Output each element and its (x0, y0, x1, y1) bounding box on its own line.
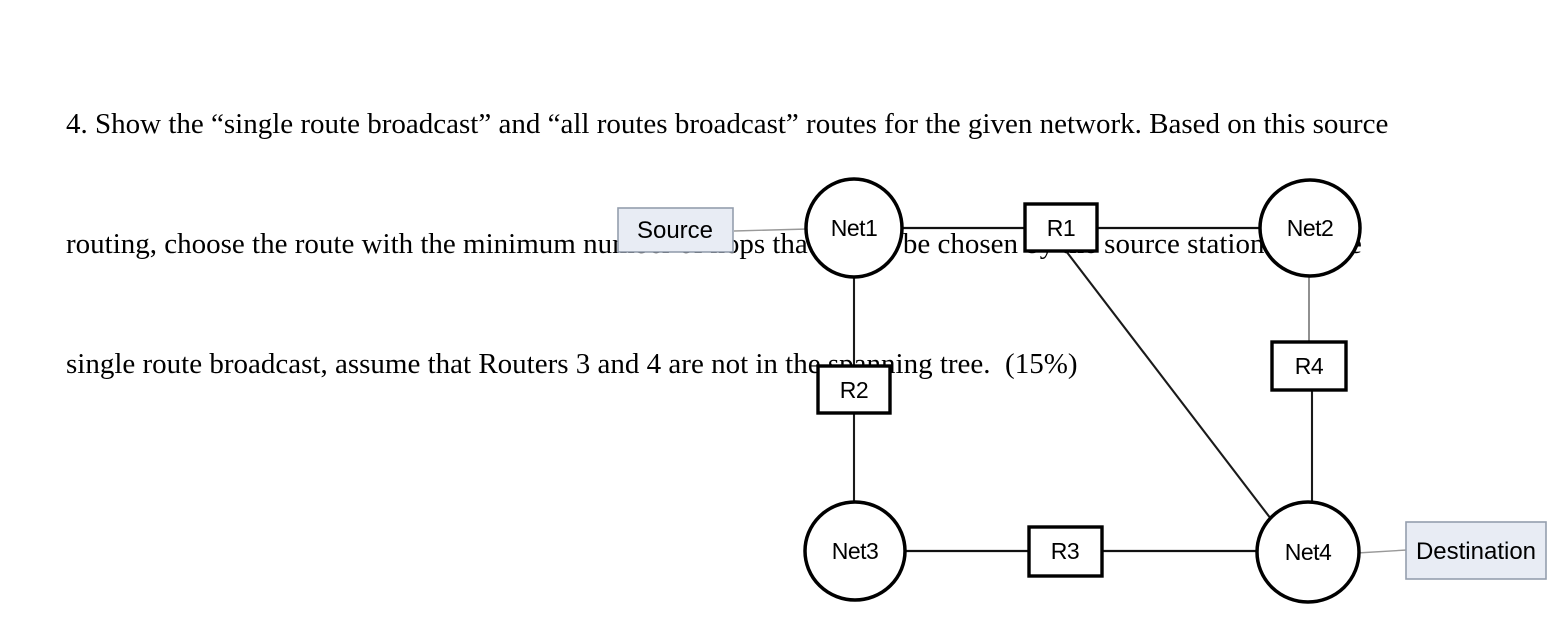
node-label-net2: Net2 (1287, 215, 1334, 241)
node-net2 (1258, 178, 1362, 278)
node-r1 (1023, 202, 1099, 253)
question-line: 4. Show the “single route broadcast” and… (66, 108, 1389, 140)
node-net3 (803, 500, 907, 602)
node-label-r2: R2 (840, 377, 868, 403)
node-destination (1405, 521, 1547, 580)
node-label-r3: R3 (1051, 538, 1079, 564)
node-label-net1: Net1 (831, 215, 878, 241)
edge-r1-net4 (1065, 250, 1272, 520)
node-source (617, 207, 734, 253)
node-label-net3: Net3 (832, 538, 879, 564)
node-r3 (1027, 525, 1104, 578)
node-label-destination: Destination (1416, 538, 1536, 565)
question-line: single route broadcast, assume that Rout… (66, 348, 1078, 380)
edge-source-net1 (733, 228, 809, 232)
node-label-net4: Net4 (1285, 539, 1332, 565)
node-r2 (816, 364, 892, 415)
node-r4 (1270, 340, 1348, 392)
question-text: 4. Show the “single route broadcast” and… (66, 24, 1388, 464)
node-net1 (804, 177, 904, 279)
edge-net4-destination (1356, 549, 1408, 554)
node-label-r1: R1 (1047, 215, 1075, 241)
node-label-r4: R4 (1295, 353, 1324, 379)
node-net4 (1255, 500, 1361, 604)
node-label-source: Source (637, 217, 713, 244)
